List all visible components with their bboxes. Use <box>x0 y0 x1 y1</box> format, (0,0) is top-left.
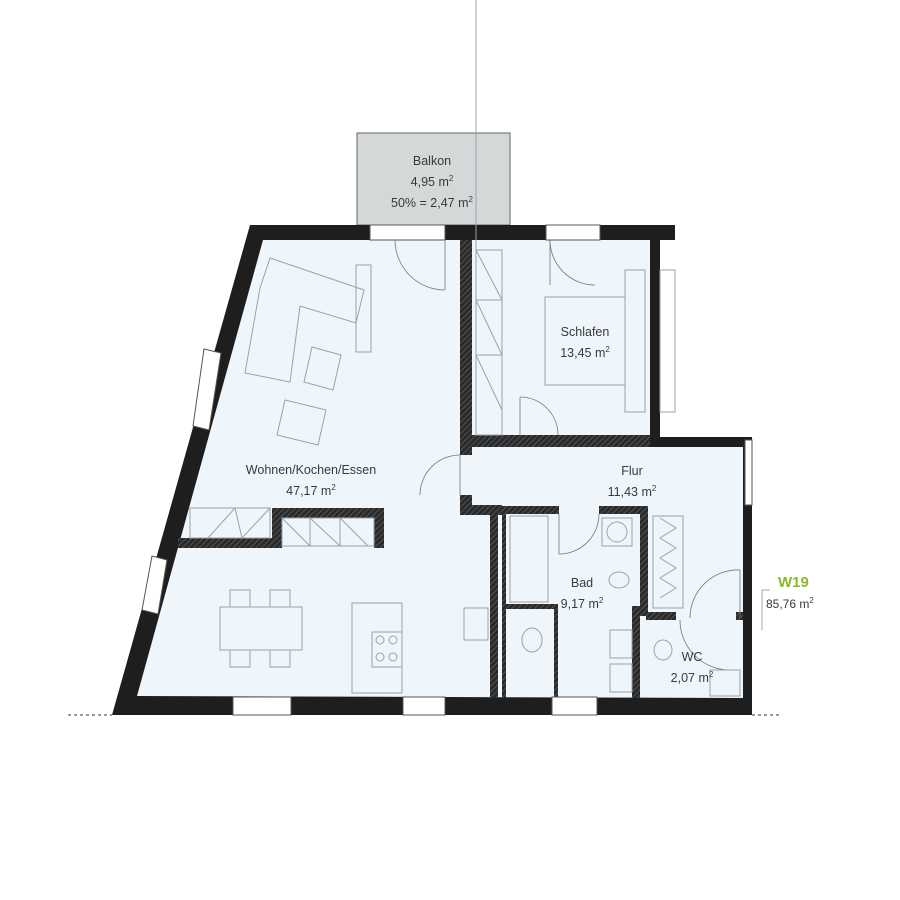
room-area-share: 50% = 2,47 m2 <box>391 195 473 210</box>
unit-id: W19 <box>778 574 809 591</box>
room-area: 47,17 m2 <box>286 483 336 498</box>
room-area: 9,17 m2 <box>560 596 604 611</box>
room-name: Bad <box>570 576 594 590</box>
interior-walls <box>178 240 743 698</box>
room-label-balkon: Balkon 4,95 m2 50% = 2,47 m2 <box>391 153 473 212</box>
room-area: 2,07 m2 <box>670 670 714 685</box>
unit-total-area: 85,76 m2 <box>766 596 814 611</box>
furniture <box>189 0 741 697</box>
windows <box>141 224 753 716</box>
room-label-wc: WC 2,07 m2 <box>671 649 714 687</box>
room-area: 4,95 m2 <box>410 174 454 189</box>
room-label-wohnen: Wohnen/Kochen/Essen 47,17 m2 <box>246 462 376 500</box>
room-name: Balkon <box>412 154 452 168</box>
doors <box>394 239 741 671</box>
unit-pointer <box>761 589 770 630</box>
balcony-area <box>356 132 511 226</box>
room-label-schlafen: Schlafen 13,45 m2 <box>560 324 610 362</box>
apartment-interior <box>137 240 743 698</box>
room-label-flur: Flur 11,43 m2 <box>608 463 657 501</box>
room-name: WC <box>681 650 703 664</box>
room-name: Wohnen/Kochen/Essen <box>245 463 377 477</box>
room-area: 11,43 m2 <box>607 484 657 499</box>
room-name: Schlafen <box>560 325 610 339</box>
room-label-bad: Bad 9,17 m2 <box>561 575 604 613</box>
room-area: 13,45 m2 <box>560 345 610 360</box>
room-name: Flur <box>621 464 643 478</box>
